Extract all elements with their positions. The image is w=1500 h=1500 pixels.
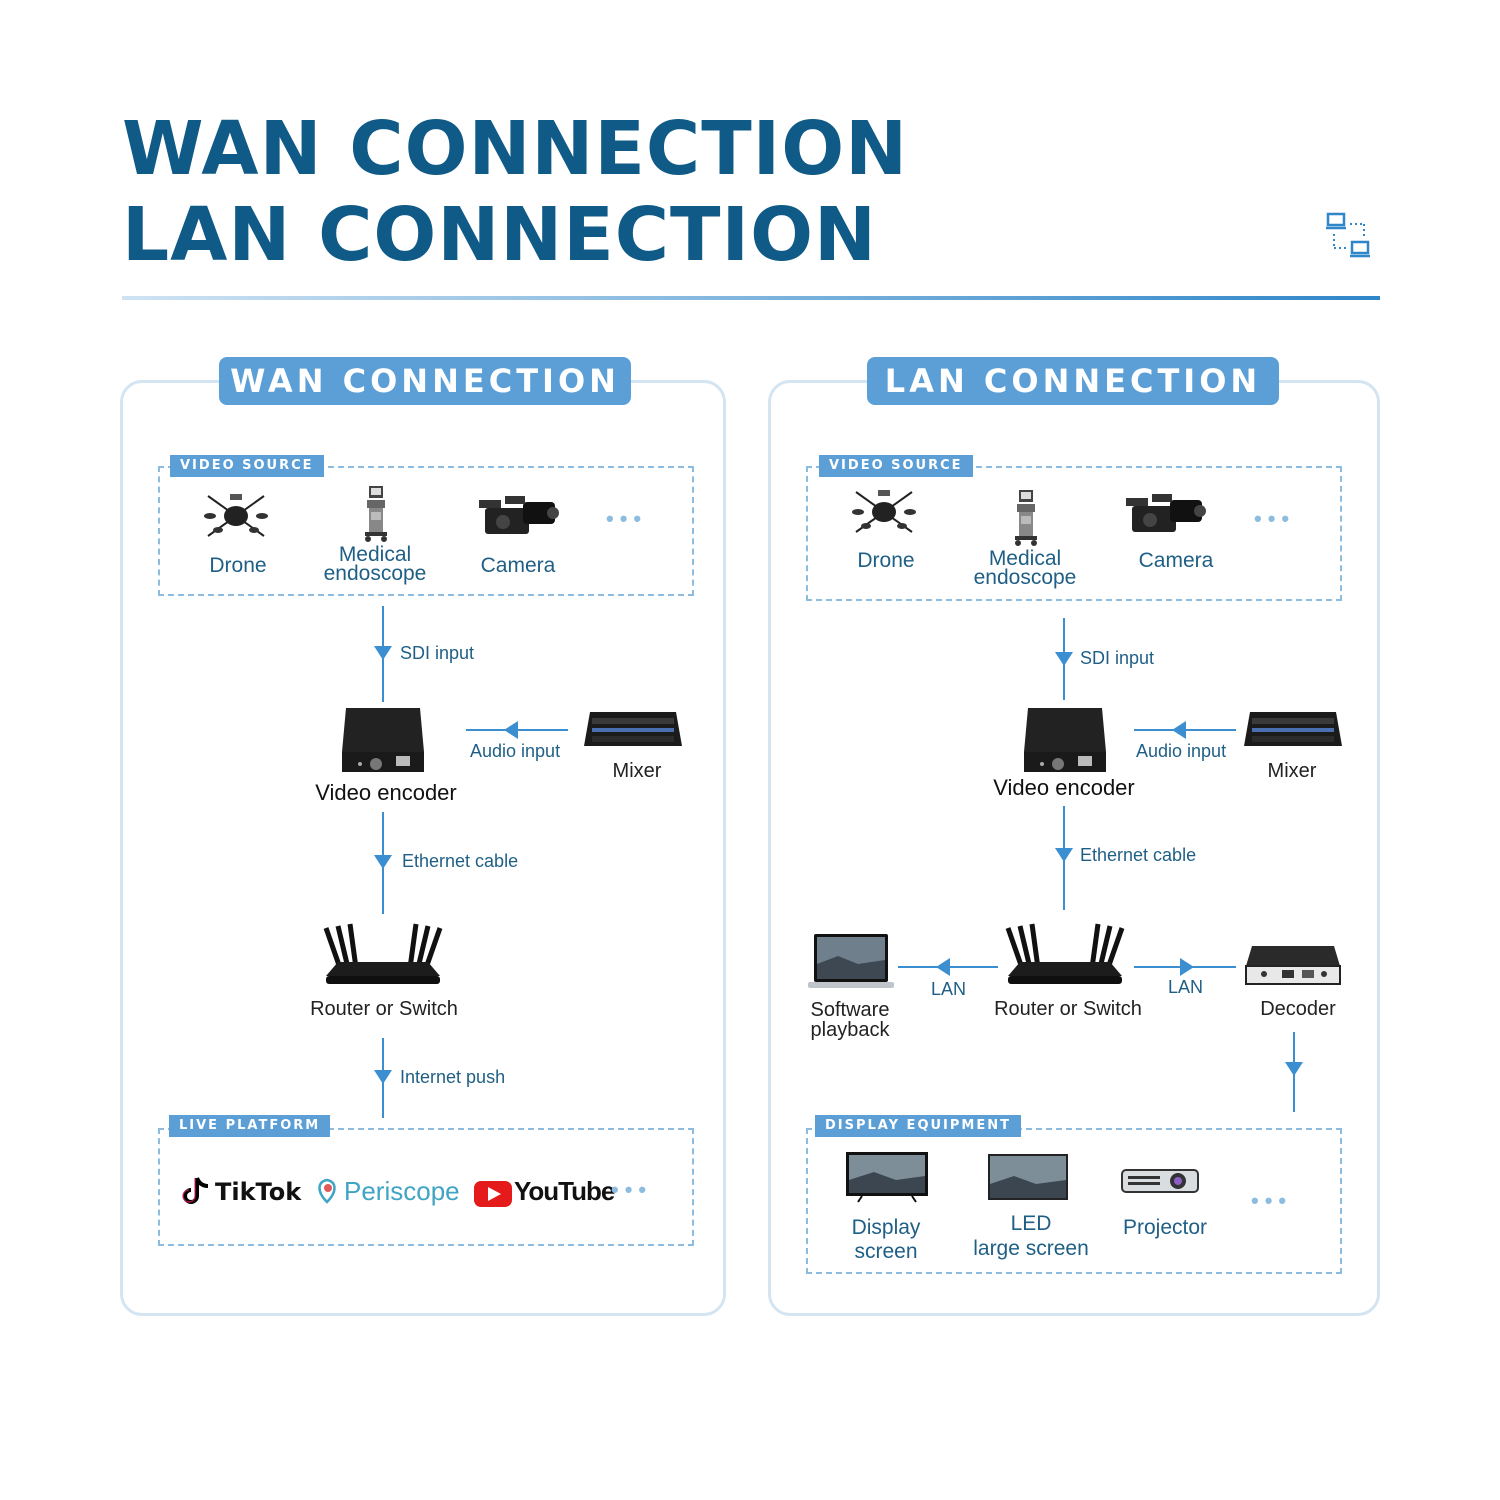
wan-push-label: Internet push — [400, 1067, 505, 1088]
lan-display-more: ••• — [1251, 1188, 1292, 1214]
lan-audio-label: Audio input — [1136, 741, 1226, 762]
lan-display-tag: DISPLAY EQUIPMENT — [815, 1115, 1021, 1137]
lan-ethernet-arrow — [1055, 848, 1073, 862]
network-icon — [1326, 212, 1372, 262]
wan-mixer-label: Mixer — [597, 760, 677, 783]
video-encoder-icon — [1022, 708, 1108, 776]
video-encoder-icon — [340, 708, 426, 776]
mixer-icon — [1244, 712, 1342, 750]
tiktok-icon — [182, 1176, 210, 1208]
wan-ethernet-arrow — [374, 855, 392, 869]
camera-icon — [1122, 488, 1206, 536]
router-icon — [1002, 922, 1128, 988]
router-icon — [320, 922, 446, 988]
lan-led-label-1: LED — [966, 1214, 1096, 1234]
lan-led-label-2: large screen — [966, 1239, 1096, 1259]
camera-icon — [475, 490, 559, 538]
header-divider — [122, 296, 1380, 300]
lan-source-endoscope: endoscope — [965, 568, 1085, 588]
medical-endoscope-icon — [360, 486, 390, 542]
lan-software-label-2: playback — [806, 1019, 894, 1042]
lan-decoder-arrow — [1285, 1062, 1303, 1076]
lan-encoder-label: Video encoder — [978, 775, 1150, 801]
youtube-logo-text: YouTube — [514, 1176, 614, 1207]
wan-push-arrow — [374, 1070, 392, 1084]
lan-right-label: LAN — [1168, 977, 1203, 998]
wan-source-camera: Camera — [470, 556, 566, 576]
lan-sdi-label: SDI input — [1080, 648, 1154, 669]
led-screen-icon — [988, 1154, 1068, 1200]
lan-sdi-arrow — [1055, 652, 1073, 666]
laptop-icon — [808, 934, 894, 992]
lan-router-label: Router or Switch — [980, 998, 1156, 1021]
mixer-icon — [584, 712, 682, 750]
lan-display-label-2: screen — [836, 1242, 936, 1262]
display-screen-icon — [846, 1152, 928, 1202]
wan-live-platform-tag: LIVE PLATFORM — [169, 1115, 330, 1137]
wan-platform-more: ••• — [611, 1177, 652, 1203]
drone-icon — [204, 490, 268, 542]
lan-audio-arrow — [1172, 721, 1186, 739]
lan-left-arrow — [936, 958, 950, 976]
lan-video-source-tag: VIDEO SOURCE — [819, 455, 973, 477]
wan-audio-label: Audio input — [470, 741, 560, 762]
wan-router-label: Router or Switch — [296, 998, 472, 1021]
lan-source-camera: Camera — [1128, 551, 1224, 571]
periscope-icon — [317, 1178, 337, 1204]
periscope-logo-text: Periscope — [344, 1176, 460, 1207]
lan-display-label-1: Display — [836, 1218, 936, 1238]
projector-icon — [1120, 1166, 1200, 1194]
wan-source-drone: Drone — [198, 556, 278, 576]
lan-ethernet-label: Ethernet cable — [1080, 845, 1196, 866]
lan-source-drone: Drone — [846, 551, 926, 571]
drone-icon — [852, 486, 916, 538]
wan-encoder-label: Video encoder — [300, 780, 472, 806]
wan-panel-title: WAN CONNECTION — [219, 357, 631, 405]
lan-source-more: ••• — [1254, 506, 1295, 532]
wan-sdi-arrow — [374, 646, 392, 660]
page-title-wan: WAN CONNECTION — [122, 112, 908, 186]
wan-audio-arrow — [504, 721, 518, 739]
lan-mixer-label: Mixer — [1252, 760, 1332, 783]
youtube-icon — [474, 1181, 512, 1207]
wan-video-source-tag: VIDEO SOURCE — [170, 455, 324, 477]
wan-sdi-label: SDI input — [400, 643, 474, 664]
decoder-icon — [1244, 946, 1342, 988]
wan-ethernet-label: Ethernet cable — [402, 851, 518, 872]
page-title-lan: LAN CONNECTION — [122, 198, 877, 272]
wan-source-endoscope: endoscope — [315, 564, 435, 584]
lan-left-label: LAN — [931, 979, 966, 1000]
lan-decoder-label: Decoder — [1250, 998, 1346, 1021]
lan-projector-label: Projector — [1110, 1218, 1220, 1238]
wan-source-more: ••• — [606, 506, 647, 532]
tiktok-logo-text: TikTok — [215, 1178, 301, 1206]
medical-endoscope-icon — [1010, 490, 1040, 546]
lan-panel-title: LAN CONNECTION — [867, 357, 1279, 405]
lan-right-arrow — [1180, 958, 1194, 976]
